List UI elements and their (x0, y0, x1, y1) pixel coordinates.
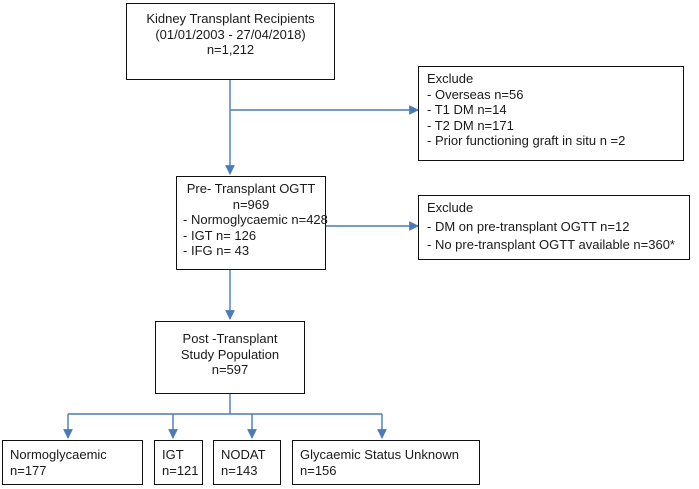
exclude2-box: Exclude DM on pre-transplant OGTT n=12 N… (418, 195, 690, 260)
outcome-n: n=156 (300, 462, 337, 478)
outcome-n: n=121 (162, 462, 199, 478)
outcome-n: n=143 (221, 462, 258, 478)
outcome-unknown: Glycaemic Status Unknown n=156 (292, 440, 480, 485)
pre-n: n=969 (232, 196, 270, 212)
recipients-box: Kidney Transplant Recipients (01/01/2003… (126, 3, 335, 80)
pre-transplant-box: Pre- Transplant OGTT n=969 Normoglycaemi… (176, 176, 328, 270)
post-n: n=597 (211, 362, 249, 377)
outcome-igt: IGT n=121 (154, 440, 203, 485)
post-line1: Post -Transplant (182, 331, 278, 346)
outcome-n: n=177 (10, 462, 47, 478)
post-transplant-box: Post -Transplant Study Population n=597 (155, 321, 305, 394)
recipients-title: Kidney Transplant Recipients (146, 11, 315, 26)
outcome-nodat: NODAT n=143 (213, 440, 281, 485)
pre-item: IFG n= 43 (183, 243, 325, 259)
exclude2-item: No pre-transplant OGTT available n=360* (427, 237, 689, 253)
pre-item: Normoglycaemic n=428 (183, 212, 328, 228)
exclude2-title: Exclude (427, 200, 474, 215)
outcome-normoglycaemic: Normoglycaemic n=177 (2, 440, 143, 485)
exclude2-item: DM on pre-transplant OGTT n=12 (427, 219, 689, 235)
exclude1-title: Exclude (427, 71, 474, 86)
outcome-label: IGT (162, 447, 184, 462)
exclude1-item: T2 DM n=171 (427, 118, 683, 134)
outcome-label: Normoglycaemic (10, 447, 107, 462)
exclude1-item: T1 DM n=14 (427, 102, 683, 118)
exclude1-item: Prior functioning graft in situ n =2 (427, 133, 683, 149)
exclude1-item: Overseas n=56 (427, 87, 683, 103)
pre-title: Pre- Transplant OGTT (186, 181, 316, 196)
recipients-n: n=1,212 (206, 42, 255, 57)
exclude1-box: Exclude Overseas n=56 T1 DM n=14 T2 DM n… (418, 66, 684, 161)
pre-item: IGT n= 126 (183, 228, 325, 244)
recipients-period: (01/01/2003 - 27/04/2018) (155, 26, 306, 42)
outcome-label: Glycaemic Status Unknown (300, 447, 459, 462)
post-line2: Study Population (180, 346, 280, 362)
outcome-label: NODAT (221, 447, 266, 462)
